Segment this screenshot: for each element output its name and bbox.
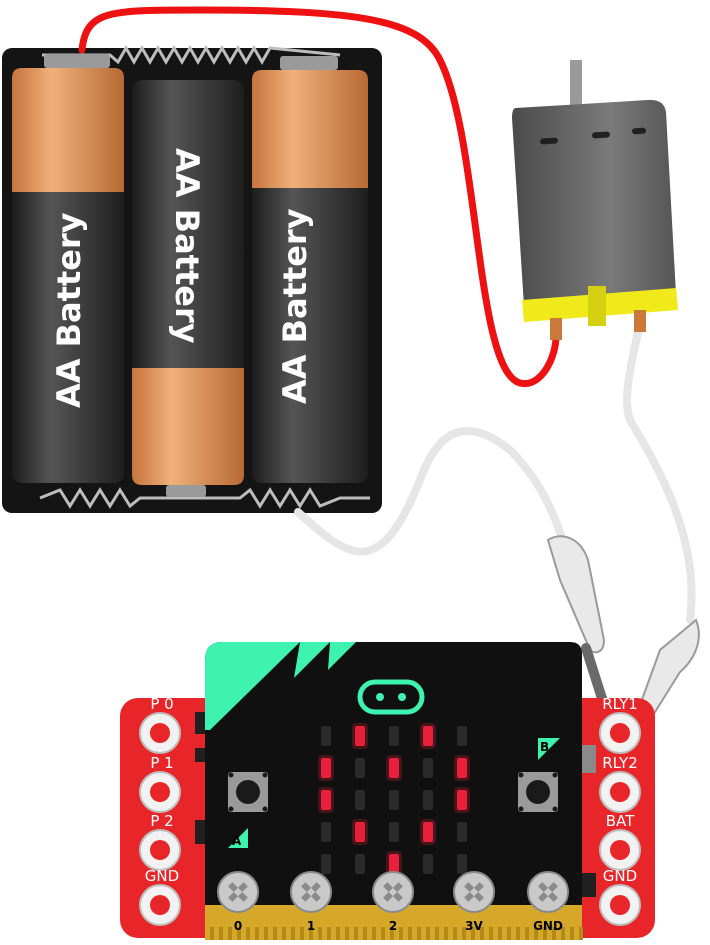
battery-holder: AA Battery AA Battery AA Battery	[2, 44, 382, 513]
led-off	[457, 854, 467, 874]
battery-cell-2: AA Battery	[132, 80, 244, 497]
button-a-label: A	[232, 834, 242, 848]
right-pin-1[interactable]: RLY1	[599, 695, 641, 754]
edge-pin-3v[interactable]: 3V	[453, 871, 495, 933]
led-off	[423, 758, 433, 778]
led-off	[321, 726, 331, 746]
edge-pin-2[interactable]: 2	[372, 871, 414, 933]
battery-cell-1: AA Battery	[12, 54, 124, 483]
left-pin-1[interactable]: P 0	[139, 695, 181, 754]
edge-pin-label: GND	[533, 919, 563, 933]
led-glow	[352, 723, 368, 749]
battery-label-1: AA Battery	[50, 212, 88, 408]
led-on	[355, 822, 365, 842]
left-pin-4[interactable]: GND	[139, 867, 181, 926]
led-off	[423, 854, 433, 874]
top-spring-contact	[42, 44, 341, 66]
right-pin-label: RLY2	[602, 754, 638, 772]
dc-motor	[512, 60, 678, 340]
led-glow	[352, 819, 368, 845]
edge-pin-label: 3V	[465, 919, 483, 933]
edge-pin-label: 0	[234, 919, 242, 933]
led-on	[321, 758, 331, 778]
led-on	[423, 822, 433, 842]
led-glow	[386, 851, 402, 877]
right-pin-label: GND	[603, 867, 637, 885]
motor-body	[512, 99, 676, 306]
button-a[interactable]	[228, 772, 268, 812]
led-glow	[318, 755, 334, 781]
left-pin-label: GND	[145, 867, 179, 885]
led-on	[457, 758, 467, 778]
button-a-marker	[228, 828, 248, 848]
led-off	[389, 822, 399, 842]
red-wire	[78, 6, 560, 387]
bottom-spring-contact	[39, 487, 370, 509]
microbit: A B 0 1 2 3V GND	[205, 642, 583, 940]
battery-terminal	[166, 485, 206, 497]
battery-terminal	[44, 54, 110, 68]
microbit-logo	[357, 679, 425, 715]
led-glow	[454, 755, 470, 781]
edge-pin-label: 2	[389, 919, 397, 933]
led-on	[457, 790, 467, 810]
microbit-body	[205, 642, 582, 935]
led-off	[321, 854, 331, 874]
left-pin-label: P 2	[150, 812, 173, 830]
left-pin-3[interactable]: P 2	[139, 812, 181, 871]
left-pin-2[interactable]: P 1	[139, 754, 181, 813]
motor-terminal-2	[634, 310, 646, 332]
right-pin-4[interactable]: GND	[599, 867, 641, 926]
edge-pin-gnd[interactable]: GND	[527, 871, 569, 933]
led-off	[457, 822, 467, 842]
edge-pin-0[interactable]: 0	[217, 871, 259, 933]
led-glow	[420, 819, 436, 845]
led-on	[321, 790, 331, 810]
white-wire-motor	[623, 328, 696, 624]
edge-pin-1[interactable]: 1	[290, 871, 332, 933]
led-on	[355, 726, 365, 746]
right-pin-label: BAT	[606, 812, 635, 830]
button-b-marker	[538, 738, 560, 760]
led-off	[355, 758, 365, 778]
led-glow	[386, 755, 402, 781]
right-pin-2[interactable]: RLY2	[599, 754, 641, 813]
led-off	[355, 854, 365, 874]
battery-terminal	[280, 56, 338, 70]
battery-cell-3: AA Battery	[252, 56, 368, 483]
led-off	[355, 790, 365, 810]
left-pin-label: P 0	[150, 695, 173, 713]
led-off	[423, 790, 433, 810]
motor-shaft	[570, 60, 582, 108]
edge-pin-label: 1	[307, 919, 315, 933]
edge-pin-row: 0 1 2 3V GND	[217, 871, 569, 933]
button-b-label: B	[540, 740, 549, 754]
led-glow	[454, 787, 470, 813]
led-glow	[318, 787, 334, 813]
led-off	[321, 822, 331, 842]
left-pin-column: P 0 P 1 P 2 GND	[139, 695, 181, 926]
right-pin-3[interactable]: BAT	[599, 812, 641, 871]
motor-terminal-1	[550, 318, 562, 340]
led-on	[389, 854, 399, 874]
led-on	[423, 726, 433, 746]
led-off	[389, 726, 399, 746]
button-b[interactable]	[518, 772, 558, 812]
led-off	[389, 790, 399, 810]
left-pin-label: P 1	[150, 754, 173, 772]
led-matrix	[318, 723, 470, 877]
battery-label-2: AA Battery	[168, 148, 206, 344]
white-wire-battery	[294, 426, 574, 574]
right-pin-label: RLY1	[602, 695, 638, 713]
battery-label-3: AA Battery	[276, 208, 314, 404]
led-on	[389, 758, 399, 778]
led-glow	[420, 723, 436, 749]
led-off	[457, 726, 467, 746]
